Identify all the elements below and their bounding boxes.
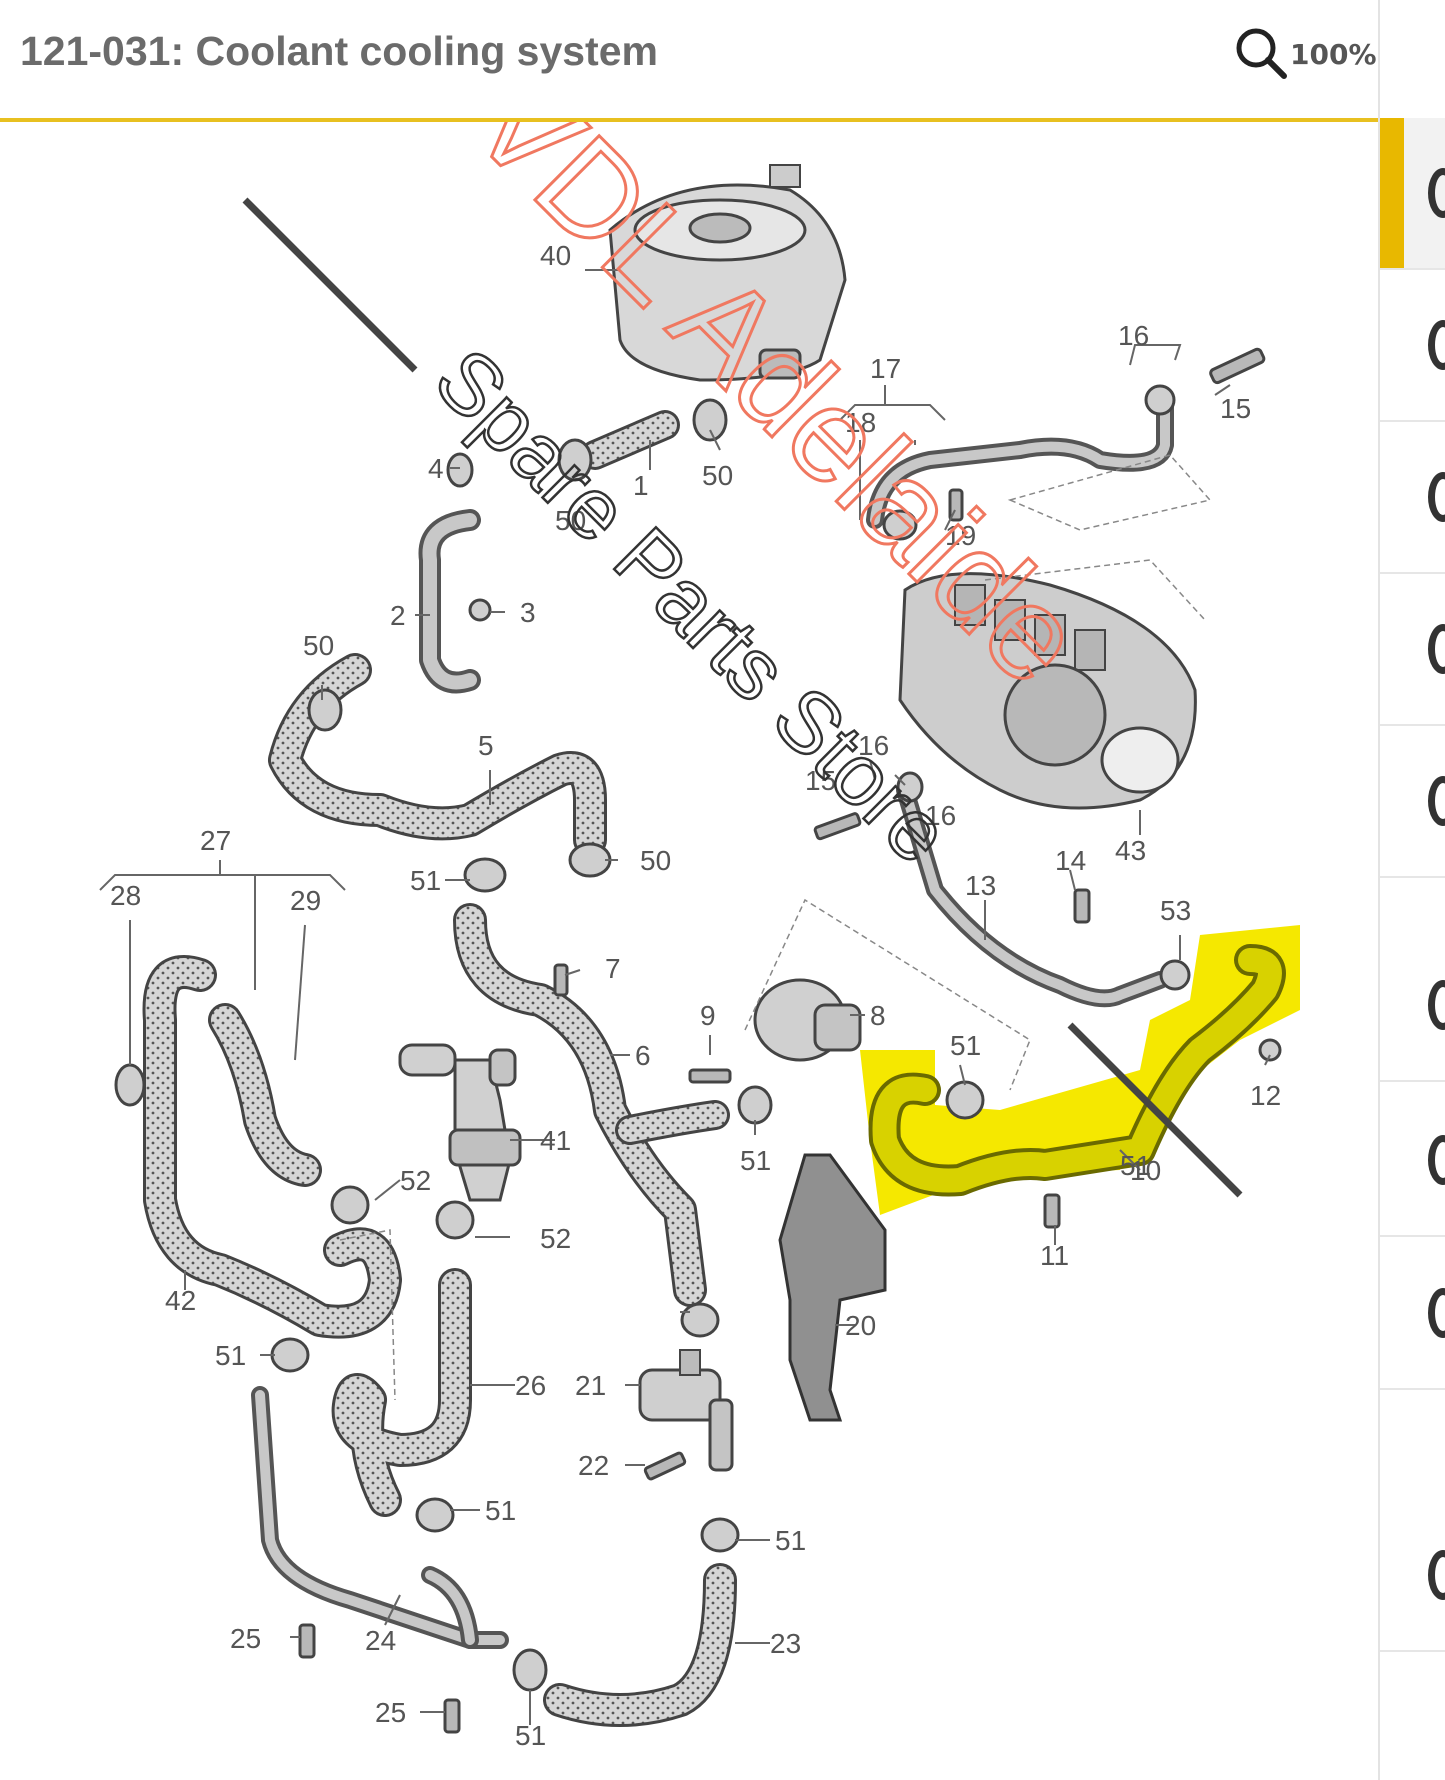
zoom-control[interactable]: 100% bbox=[1232, 24, 1382, 84]
leader-lines bbox=[99, 269, 1271, 1725]
callout-42: 42 bbox=[165, 1285, 196, 1316]
callout-51h: 51 bbox=[1120, 1150, 1151, 1181]
callout-24: 24 bbox=[365, 1625, 396, 1656]
partial-glyph-icon bbox=[1428, 168, 1445, 218]
callout-16a: 16 bbox=[1118, 320, 1149, 351]
turbo-manifold bbox=[898, 572, 1197, 810]
aux-water-pump bbox=[753, 978, 862, 1062]
sidebar-item-1[interactable] bbox=[1380, 118, 1445, 270]
callout-7: 7 bbox=[605, 953, 621, 984]
sidebar-item-7[interactable] bbox=[1380, 1085, 1445, 1237]
partial-glyph-icon bbox=[1428, 1288, 1445, 1338]
callout-27: 27 bbox=[200, 825, 231, 856]
callout-15b: 15 bbox=[805, 765, 836, 796]
callout-29: 29 bbox=[290, 885, 321, 916]
callout-50b: 50 bbox=[555, 505, 586, 536]
callout-10: 10 bbox=[1130, 1155, 1161, 1186]
hoses bbox=[142, 410, 1286, 1727]
page-title: 121-031: Coolant cooling system bbox=[20, 28, 658, 74]
partial-glyph-icon bbox=[1428, 776, 1445, 826]
partial-glyph-icon bbox=[1428, 624, 1445, 674]
callout-2: 2 bbox=[390, 600, 406, 631]
sidebar-item-5[interactable] bbox=[1380, 726, 1445, 878]
callout-23: 23 bbox=[770, 1628, 801, 1659]
callout-15a: 15 bbox=[1220, 393, 1251, 424]
partial-glyph-icon bbox=[1428, 320, 1445, 370]
partial-glyph-icon bbox=[1428, 980, 1445, 1030]
callout-26: 26 bbox=[515, 1370, 546, 1401]
header-bar: 121-031: Coolant cooling system 100% bbox=[0, 0, 1380, 122]
callout-8: 8 bbox=[870, 1000, 886, 1031]
callouts: 40 1 50 4 50 2 3 50 5 50 51 27 28 29 7 6… bbox=[110, 240, 1281, 1751]
callout-1: 1 bbox=[633, 470, 649, 501]
grouping-lines bbox=[339, 454, 1212, 1401]
sidebar-item-9[interactable] bbox=[1380, 1500, 1445, 1652]
callout-3: 3 bbox=[520, 597, 536, 628]
partial-glyph-icon bbox=[1428, 1135, 1445, 1185]
callout-12: 12 bbox=[1250, 1080, 1281, 1111]
callout-51e: 51 bbox=[950, 1030, 981, 1061]
callout-13: 13 bbox=[965, 870, 996, 901]
expansion-tank bbox=[608, 164, 847, 382]
right-sidebar[interactable] bbox=[1378, 0, 1445, 1780]
callout-5: 5 bbox=[478, 730, 494, 761]
bracket bbox=[778, 1153, 887, 1422]
callout-51a: 51 bbox=[410, 865, 441, 896]
callout-41: 41 bbox=[540, 1125, 571, 1156]
sidebar-item-3[interactable] bbox=[1380, 422, 1445, 574]
callout-51g: 51 bbox=[775, 1525, 806, 1556]
partial-glyph-icon bbox=[1428, 1550, 1445, 1600]
callout-52b: 52 bbox=[540, 1223, 571, 1254]
callout-50a: 50 bbox=[702, 460, 733, 491]
pipes bbox=[251, 391, 1174, 1649]
callout-53: 53 bbox=[1160, 895, 1191, 926]
zoom-level: 100% bbox=[1290, 38, 1377, 71]
callout-18: 18 bbox=[845, 407, 876, 438]
highlight-part-10 bbox=[860, 925, 1300, 1215]
callout-14: 14 bbox=[1055, 845, 1086, 876]
sidebar-item-6[interactable] bbox=[1380, 930, 1445, 1082]
callout-4: 4 bbox=[428, 453, 444, 484]
callout-51d: 51 bbox=[515, 1720, 546, 1751]
callout-40: 40 bbox=[540, 240, 571, 271]
callout-25b: 25 bbox=[375, 1697, 406, 1728]
callout-16c: 16 bbox=[925, 800, 956, 831]
partial-glyph-icon bbox=[1428, 472, 1445, 522]
clamps bbox=[114, 384, 1282, 1692]
sidebar-item-2[interactable] bbox=[1380, 270, 1445, 422]
callout-22: 22 bbox=[578, 1450, 609, 1481]
callout-50c: 50 bbox=[303, 630, 334, 661]
callout-20: 20 bbox=[845, 1310, 876, 1341]
callout-16b: 16 bbox=[858, 730, 889, 761]
callout-11: 11 bbox=[1040, 1240, 1069, 1271]
callout-28: 28 bbox=[110, 880, 141, 911]
callout-9: 9 bbox=[700, 1000, 716, 1031]
sidebar-item-8[interactable] bbox=[1380, 1238, 1445, 1390]
bolts bbox=[298, 347, 1266, 1734]
callout-17: 17 bbox=[870, 353, 901, 384]
callout-19: 19 bbox=[945, 520, 976, 551]
callout-51f: 51 bbox=[740, 1145, 771, 1176]
callout-50d: 50 bbox=[640, 845, 671, 876]
callout-21: 21 bbox=[575, 1370, 606, 1401]
callout-6: 6 bbox=[635, 1040, 651, 1071]
valve bbox=[638, 1349, 734, 1472]
callout-51c: 51 bbox=[485, 1495, 516, 1526]
callout-51b: 51 bbox=[215, 1340, 246, 1371]
callout-43: 43 bbox=[1115, 835, 1146, 866]
callout-25a: 25 bbox=[230, 1623, 261, 1654]
thermostat-housing bbox=[398, 1043, 522, 1202]
parts-diagram: 40 1 50 4 50 2 3 50 5 50 51 27 28 29 7 6… bbox=[99, 122, 1300, 1751]
magnifier-icon bbox=[1236, 28, 1287, 79]
sidebar-item-4[interactable] bbox=[1380, 574, 1445, 726]
callout-52a: 52 bbox=[400, 1165, 431, 1196]
